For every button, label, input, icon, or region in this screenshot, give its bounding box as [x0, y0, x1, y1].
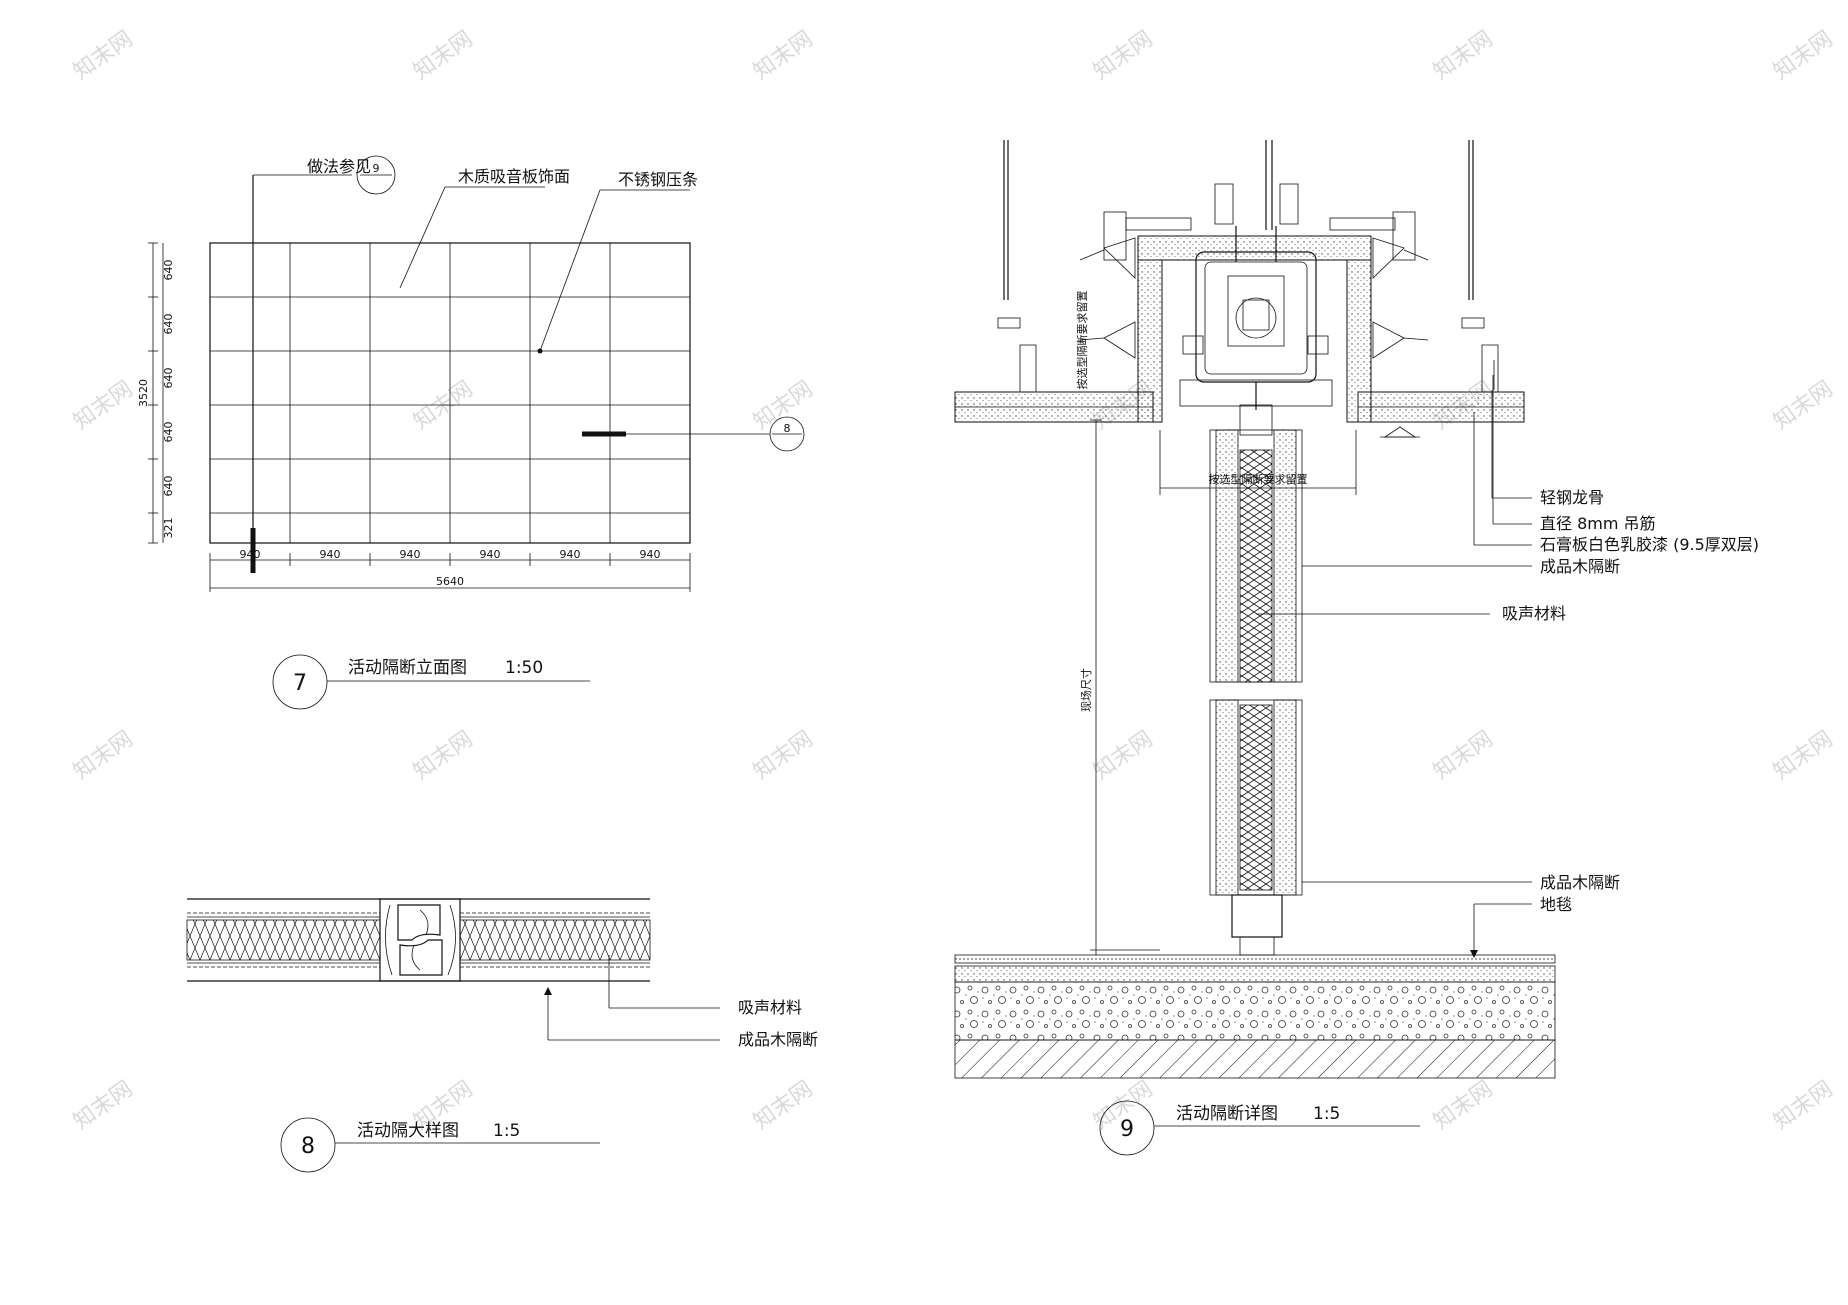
note-9-height: 现场尺寸	[1079, 668, 1093, 712]
title-8-number: 8	[301, 1134, 315, 1159]
hdim-4: 940	[480, 548, 501, 561]
ref-callout-number: 9	[373, 162, 380, 175]
note-ref: 做法参见	[307, 157, 371, 176]
callout-8-number: 8	[784, 422, 791, 435]
watermark-text: 知末网	[1429, 27, 1497, 85]
hdim-2: 940	[320, 548, 341, 561]
title-9-text: 活动隔断详图	[1176, 1104, 1278, 1124]
watermark-text: 知末网	[1769, 377, 1837, 435]
callout-8-circle	[769, 416, 805, 452]
horizontal-dim-ticks	[209, 553, 691, 592]
joint-block	[379, 898, 461, 982]
watermark-text: 知末网	[749, 1077, 817, 1135]
note-9-partition-top: 成品木隔断	[1540, 557, 1620, 576]
vdim-5: 640	[162, 476, 175, 497]
title-8-scale: 1:5	[493, 1121, 520, 1141]
title-7-scale: 1:50	[505, 658, 543, 678]
watermark-layer: 知末网知末网知末网知末网知末网知末网知末网知末网知末网知末网知末网知末网知末网知…	[69, 27, 1837, 1135]
watermark-text: 知末网	[1429, 1077, 1497, 1135]
vdim-2: 640	[162, 314, 175, 335]
watermark-text: 知末网	[1769, 1077, 1837, 1135]
title-8-text: 活动隔大样图	[357, 1121, 459, 1141]
note-panel: 木质吸音板饰面	[458, 167, 570, 186]
note-9-horizontal: 按选型隔断要求留置	[1209, 472, 1308, 486]
watermark-text: 知末网	[69, 377, 137, 435]
note-strip: 不锈钢压条	[618, 170, 698, 189]
title-9-scale: 1:5	[1313, 1104, 1340, 1124]
watermark-text: 知末网	[409, 377, 477, 435]
title-7-circle	[272, 654, 328, 710]
watermark-text: 知末网	[749, 27, 817, 85]
watermark-text: 知末网	[1769, 27, 1837, 85]
track-housing	[1195, 251, 1317, 383]
title-9-number: 9	[1120, 1117, 1134, 1142]
note-9-carpet: 地毯	[1540, 895, 1572, 914]
watermark-text: 知末网	[749, 727, 817, 785]
note-9-rod: 直径 8mm 吊筋	[1540, 514, 1656, 533]
drawing-9-section-detail: 现场尺寸 按选型隔断要求留置 按选型隔断要求留置 轻钢龙骨 直径 8mm 吊筋 …	[954, 140, 1759, 1156]
vdim-3: 640	[162, 368, 175, 389]
watermark-text: 知末网	[1089, 27, 1157, 85]
watermark-text: 知末网	[409, 27, 477, 85]
watermark-text: 知末网	[1089, 727, 1157, 785]
title-7-text: 活动隔断立面图	[348, 658, 467, 678]
note-8-partition: 成品木隔断	[738, 1030, 818, 1049]
note-9-keel: 轻钢龙骨	[1540, 488, 1604, 507]
note-9-absorb: 吸声材料	[1502, 604, 1566, 623]
hdim-6: 940	[640, 548, 661, 561]
drawing-8-plan-detail: 吸声材料 成品木隔断 8 活动隔大样图 1:5	[186, 898, 818, 1173]
vdim-1: 640	[162, 260, 175, 281]
watermark-text: 知末网	[69, 1077, 137, 1135]
watermark-text: 知末网	[1429, 727, 1497, 785]
title-9-circle	[1099, 1100, 1155, 1156]
watermark-text: 知末网	[69, 727, 137, 785]
vdim-total: 3520	[137, 379, 150, 407]
title-8-circle	[280, 1117, 336, 1173]
watermark-text: 知末网	[409, 727, 477, 785]
vdim-6: 321	[162, 518, 175, 539]
vdim-4: 640	[162, 422, 175, 443]
vertical-dim-ticks	[148, 242, 158, 544]
hdim-1: 940	[240, 548, 261, 561]
title-7-number: 7	[293, 671, 307, 696]
elevation-grid	[210, 243, 690, 543]
note-8-absorb: 吸声材料	[738, 998, 802, 1017]
note-9-gypsum: 石膏板白色乳胶漆 (9.5厚双层)	[1540, 535, 1759, 554]
drawing-7-elevation: 9 做法参见 木质吸音板饰面 不锈钢压条 8 640 640 640 640	[137, 155, 805, 710]
hdim-3: 940	[400, 548, 421, 561]
watermark-text: 知末网	[69, 27, 137, 85]
note-9-vertical: 按选型隔断要求留置	[1075, 291, 1089, 390]
hdim-total: 5640	[436, 575, 464, 588]
watermark-text: 知末网	[1769, 727, 1837, 785]
note-9-partition-bottom: 成品木隔断	[1540, 873, 1620, 892]
hdim-5: 940	[560, 548, 581, 561]
ref-callout-circle	[356, 155, 396, 195]
